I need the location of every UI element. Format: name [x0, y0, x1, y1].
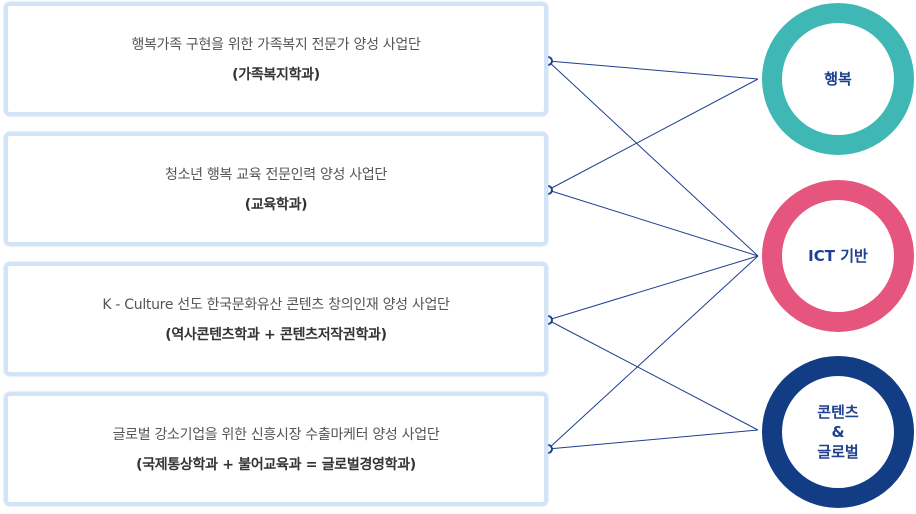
connection-line	[547, 255, 759, 321]
theme-label: 행복	[824, 70, 852, 88]
program-department: (가족복지학과)	[232, 67, 320, 83]
theme-ring-content-global: 콘텐츠 & 글로벌	[762, 356, 914, 508]
connection-line	[547, 429, 759, 450]
theme-label: ICT 기반	[808, 247, 868, 265]
connection-line	[547, 60, 759, 257]
theme-label-line: 글로벌	[817, 443, 859, 461]
program-title: K - Culture 선도 한국문화유산 콘텐츠 창의인재 양성 사업단	[102, 297, 450, 313]
connection-line	[547, 255, 759, 450]
theme-label-line: &	[831, 423, 845, 441]
program-box-family-welfare: 행복가족 구현을 위한 가족복지 전문가 양성 사업단 (가족복지학과)	[4, 2, 548, 116]
connection-line	[547, 189, 759, 257]
program-title: 글로벌 강소기업을 위한 신흥시장 수출마케터 양성 사업단	[112, 427, 440, 443]
theme-ring-ict: ICT 기반	[762, 180, 914, 332]
theme-label-line: 콘텐츠	[817, 403, 859, 421]
program-department: (역사콘텐츠학과 + 콘텐츠저작권학과)	[165, 327, 387, 343]
program-department: (국제통상학과 + 불어교육과 = 글로벌경영학과)	[136, 457, 416, 473]
connection-line	[547, 60, 759, 80]
program-title: 행복가족 구현을 위한 가족복지 전문가 양성 사업단	[131, 37, 421, 53]
theme-ring-happiness: 행복	[762, 3, 914, 155]
connection-line	[547, 319, 759, 431]
program-box-global-export: 글로벌 강소기업을 위한 신흥시장 수출마케터 양성 사업단 (국제통상학과 +…	[4, 392, 548, 506]
program-box-k-culture: K - Culture 선도 한국문화유산 콘텐츠 창의인재 양성 사업단 (역…	[4, 262, 548, 376]
connection-line	[547, 78, 759, 191]
program-box-youth-education: 청소년 행복 교육 전문인력 양성 사업단 (교육학과)	[4, 132, 548, 246]
program-title: 청소년 행복 교육 전문인력 양성 사업단	[164, 167, 388, 183]
program-department: (교육학과)	[244, 197, 308, 213]
